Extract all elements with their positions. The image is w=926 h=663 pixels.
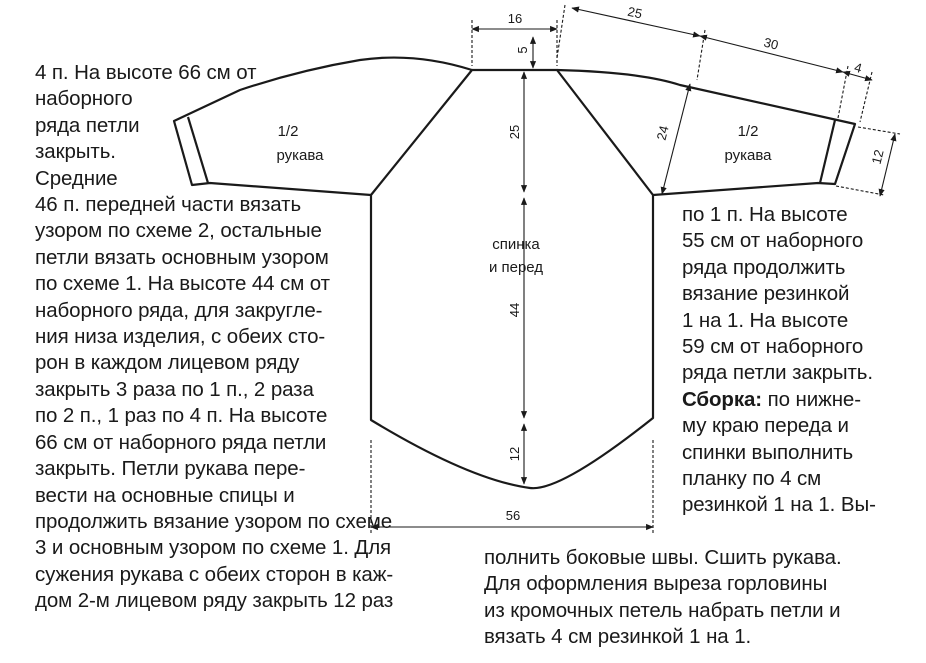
left-text-line: наборного — [35, 87, 133, 111]
sleeve-left-label-line1: 1/2 — [278, 123, 299, 140]
assembly-line: спинки выполнить — [682, 440, 854, 464]
right-text-line: ряда продолжить — [682, 255, 846, 279]
left-text-line: по 2 п., 1 раз по 4 п. На высоте — [35, 404, 328, 428]
left-text-line: закрыть. — [35, 140, 116, 164]
bottom-text-block: полнить боковые швы. Сшить рукава. Для о… — [484, 545, 842, 651]
sleeve-left-outline — [172, 56, 473, 197]
sleeve-right-label-line1: 1/2 — [738, 123, 759, 140]
left-text-line: 46 п. передней части вязать — [35, 193, 302, 217]
dim-raglan-height: 25 — [507, 125, 522, 139]
bottom-text-line: Для оформления выреза горловины — [484, 572, 828, 596]
assembly-heading: Сборка: — [682, 387, 763, 411]
assembly-line: планку по 4 см — [682, 467, 822, 491]
left-text-line: 4 п. На высоте 66 см от — [35, 61, 257, 84]
dim-sleeve-width: 24 — [654, 124, 672, 142]
assembly-line: резинкой 1 на 1. Вы- — [682, 493, 876, 517]
left-text-line: сужения рукава с обеих сторон в каж- — [35, 562, 394, 586]
cuff-left — [186, 116, 210, 184]
right-text-block: по 1 п. На высоте 55 см от наборного ряд… — [682, 202, 876, 519]
dim-neck-width: 16 — [508, 11, 522, 26]
left-text-line: ряда петли — [35, 113, 140, 137]
left-text-line: узором по схеме 2, остальные — [35, 219, 322, 243]
left-text-line: закрыть 3 раза по 1 п., 2 раза — [35, 377, 314, 401]
right-text-line: вязание резинкой — [682, 282, 850, 306]
assembly-line: му краю переда и — [682, 414, 849, 438]
dim-sleeve-length: 30 — [762, 35, 780, 53]
sleeve-right-outline — [556, 68, 857, 197]
sleeve-left-label-line2: рукава — [276, 147, 324, 164]
right-text-line: 55 см от наборного — [682, 229, 864, 253]
right-text-line: 1 на 1. На высоте — [682, 308, 849, 332]
dim-cuff-width: 12 — [869, 148, 887, 166]
dim-cuff-length: 4 — [853, 59, 864, 75]
left-text-line: рон в каждом лицевом ряду — [35, 351, 300, 375]
dim-body-height: 44 — [507, 303, 522, 317]
right-text-line: 59 см от наборного — [682, 335, 864, 359]
left-text-line: 66 см от наборного ряда петли — [35, 430, 327, 454]
body-outline — [369, 68, 655, 490]
left-text-line: вести на основные спицы и — [35, 483, 295, 507]
left-text-line: наборного ряда, для закругле- — [35, 298, 323, 322]
left-text-block: 4 п. На высоте 66 см от наборного ряда п… — [35, 60, 393, 615]
assembly-first-line: Сборка: по нижне- — [682, 387, 876, 413]
dim-hem-curve: 12 — [507, 447, 522, 461]
left-text-line: продолжить вязание узором по схеме — [35, 509, 393, 533]
sleeve-right-label-line2: рукава — [724, 147, 772, 164]
left-text-line: 3 и основным узором по схеме 1. Для — [35, 536, 392, 560]
dim-neck-depth: 5 — [515, 46, 530, 53]
left-text-line: ния низа изделия, с обеих сто- — [35, 325, 326, 349]
left-text-line: Средние — [35, 166, 118, 190]
left-text-line: по схеме 1. На высоте 44 см от — [35, 272, 330, 296]
dim-raglan-length: 25 — [626, 4, 643, 22]
right-text-line: ряда петли закрыть. — [682, 361, 873, 385]
dim-body-width: 56 — [506, 508, 520, 523]
left-text-line: дом 2-м лицевом ряду закрыть 12 раз — [35, 589, 394, 613]
bottom-text-line: вязать 4 см резинкой 1 на 1. — [484, 625, 752, 649]
left-text-line: закрыть. Петли рукава пере- — [35, 457, 306, 481]
bottom-text-line: полнить боковые швы. Сшить рукава. — [484, 546, 842, 569]
body-label-line2: и перед — [489, 259, 543, 276]
bottom-text-line: из кромочных петель набрать петли и — [484, 598, 841, 622]
body-label-line1: спинка — [492, 236, 540, 253]
assembly-first-line-rest: по нижне- — [762, 387, 861, 411]
right-text-line: по 1 п. На высоте — [682, 203, 848, 226]
cuff-right — [818, 119, 837, 184]
left-text-line: петли вязать основным узором — [35, 245, 329, 269]
